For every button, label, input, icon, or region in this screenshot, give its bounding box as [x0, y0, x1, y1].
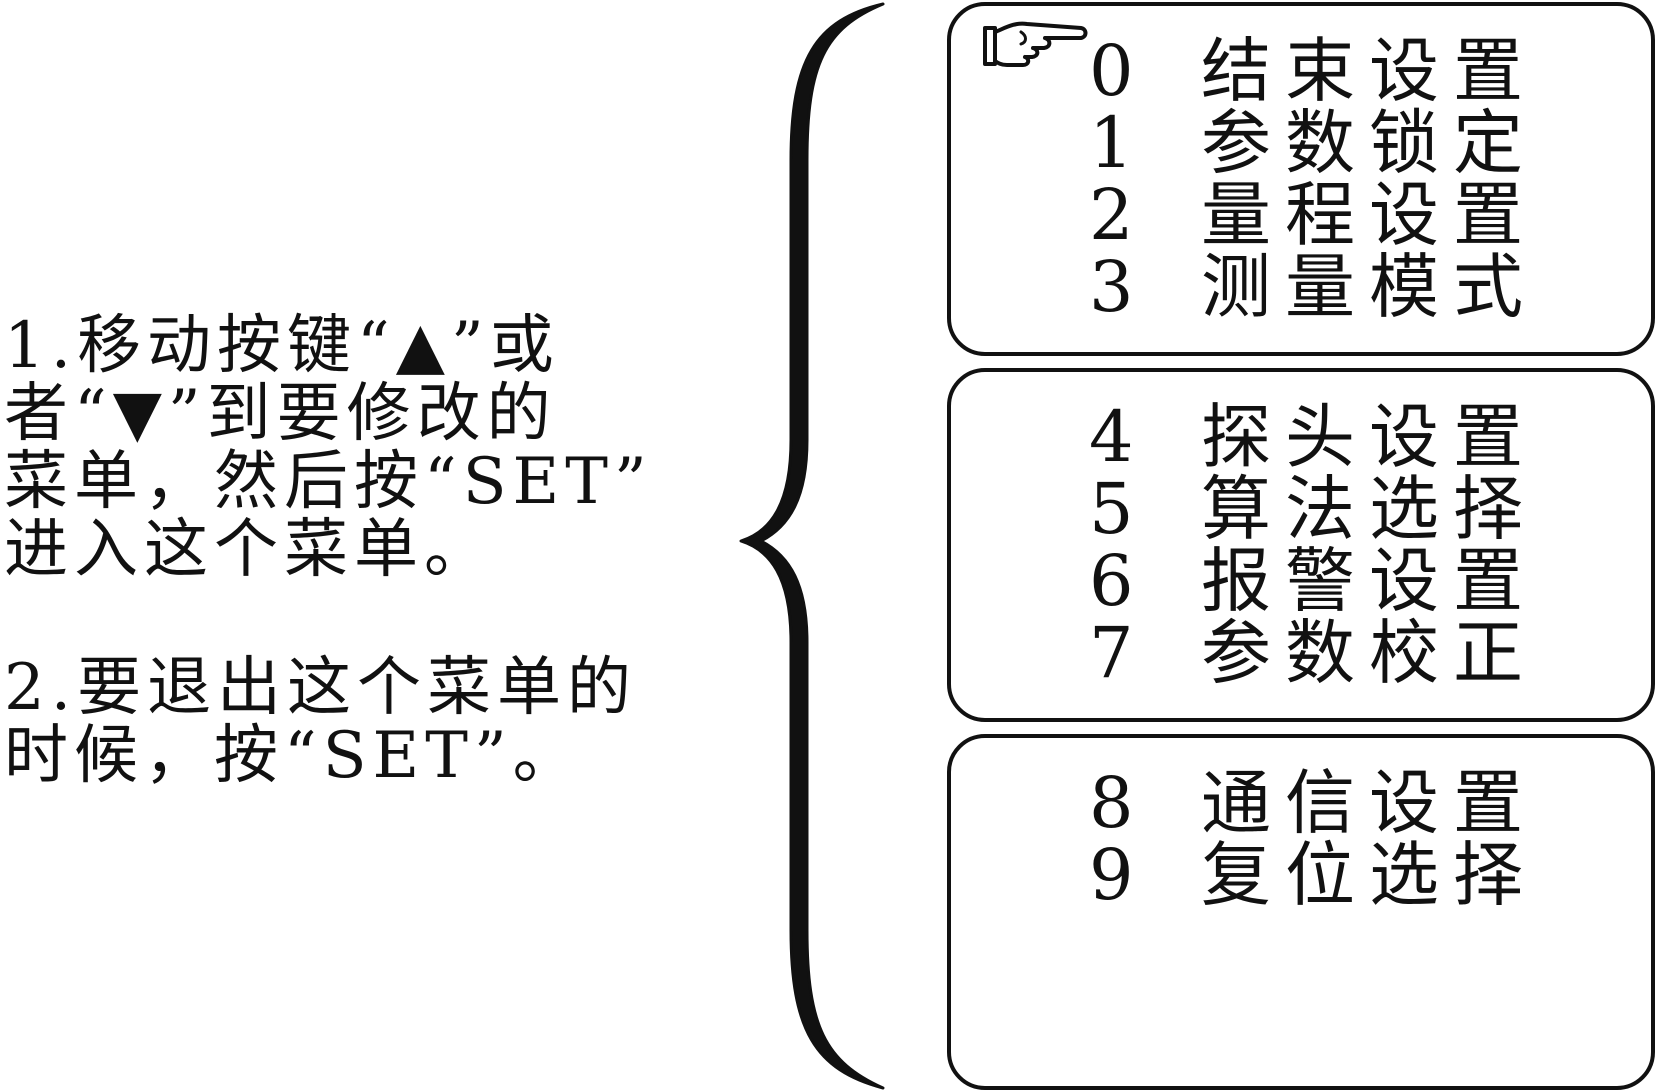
instructions: 1.移动按键“▲”或 者“▼”到要修改的 菜单，然后按“SET” 进入这个菜单。…	[4, 312, 664, 790]
instruction-line: 1.移动按键“▲”或	[4, 309, 560, 383]
pointing-hand-icon	[983, 21, 1088, 67]
menu-item-label: 测量模式	[1201, 246, 1537, 328]
menu-item-number: 6	[1089, 540, 1134, 622]
menu-item-number: 3	[1089, 246, 1134, 328]
menu-group-1: 0 结束设置 1 参数锁定 2 量程设置 3 测量模式	[947, 2, 1655, 356]
menu-item-label: 复位选择	[1201, 834, 1537, 916]
menu-item-label: 结束设置	[1201, 30, 1537, 112]
menu-group-2: 4 探头设置 5 算法选择 6 报警设置 7 参数校正	[947, 368, 1655, 722]
menu-item-label: 参数锁定	[1201, 102, 1537, 184]
instruction-line: 菜单，然后按“SET”	[4, 445, 653, 519]
menu-item-number: 5	[1089, 468, 1134, 550]
menu-item-number: 7	[1089, 612, 1134, 694]
menu-item-label: 算法选择	[1201, 468, 1537, 550]
instruction-line: 者“▼”到要修改的	[4, 377, 557, 451]
menu-item-number: 1	[1089, 102, 1134, 184]
menu-item-label: 参数校正	[1201, 612, 1537, 694]
menu-item-number: 4	[1089, 396, 1134, 478]
menu-item-number: 9	[1089, 834, 1134, 916]
instruction-line: 时候，按“SET”。	[4, 719, 583, 793]
menu-item-number: 0	[1089, 30, 1134, 112]
menu-item-label: 报警设置	[1201, 540, 1537, 622]
menu-item-number: 2	[1089, 174, 1134, 256]
menu-group-3: 8 通信设置 9 复位选择	[947, 734, 1655, 1090]
instruction-line: 进入这个菜单。	[4, 513, 494, 587]
menu-item-label: 通信设置	[1201, 762, 1537, 844]
curly-brace	[739, 2, 885, 1090]
menu-item-label: 探头设置	[1201, 396, 1537, 478]
menu-item-label: 量程设置	[1201, 174, 1537, 256]
menu-item-number: 8	[1089, 762, 1134, 844]
instruction-line: 2.要退出这个菜单的	[4, 651, 638, 725]
instruction-gap	[4, 584, 664, 654]
